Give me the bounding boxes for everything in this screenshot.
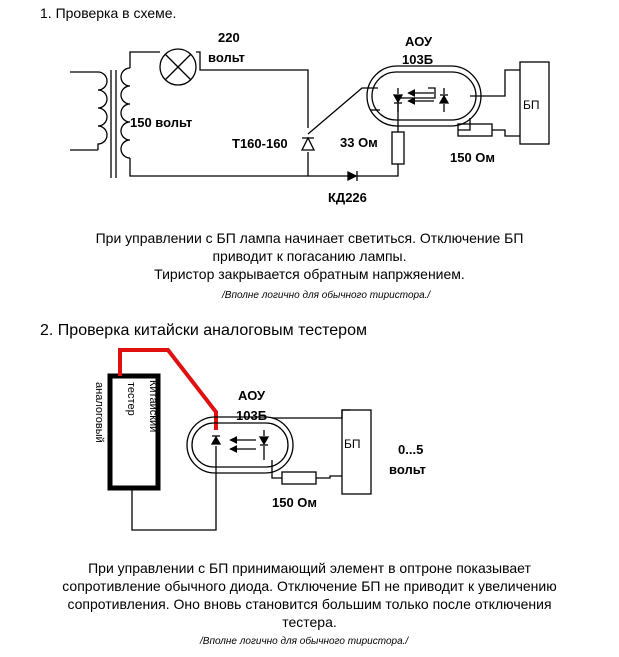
voltage-range-unit-label: вольт — [389, 462, 426, 477]
circuit2-wires — [131, 409, 350, 531]
section1-text-line-2: приводит к погасанию лампы. — [212, 248, 407, 264]
thyristor-label: Т160-160 — [232, 136, 288, 151]
resistor-33-label: 33 Ом — [340, 135, 378, 150]
power-supply2-label: БП — [344, 437, 361, 451]
section2-note: /Вполне логично для обычного тиристора./ — [200, 636, 409, 647]
voltage-unit-label: вольт — [208, 50, 245, 65]
resistor-150-ohm — [457, 123, 493, 137]
transformer — [70, 67, 131, 178]
section2-text-line-4: тестера. — [282, 614, 337, 630]
resistor2-150-ohm — [281, 471, 317, 485]
voltage-220-label: 220 — [218, 30, 240, 45]
diode-kd226-icon — [347, 170, 358, 182]
tester-label-line-3: аналоговый — [93, 382, 105, 443]
section1-text-line-1: При управлении с БП лампа начинает свети… — [95, 230, 524, 246]
section1-text-line-3: Тиристор закрывается обратным напржяение… — [154, 266, 465, 282]
section1-title: 1. Проверка в схеме. — [40, 5, 177, 21]
power-supply2-box — [341, 409, 372, 495]
resistor2-150-label: 150 Ом — [272, 495, 318, 510]
resistor-33-ohm — [391, 131, 405, 165]
optocoupler2-model-label: 103Б — [236, 408, 268, 423]
section1-note: /Вполне логично для обычного тиристора./ — [222, 290, 431, 301]
tester-label-vertical: Китайский тестер аналоговый — [93, 380, 159, 443]
tester-probe-red-wire — [118, 348, 218, 430]
tester-label-line-2: тестер — [125, 382, 137, 416]
optocoupler-label: АОУ — [405, 34, 433, 49]
optocoupler2-icon — [186, 416, 294, 474]
section2-text-line-2: сопротивление обычного диода. Отключение… — [62, 578, 557, 594]
analog-tester-box — [107, 373, 161, 491]
tester-label-line-1: Китайский — [147, 380, 159, 432]
section2-text-line-1: При управлении с БП принимающий элемент … — [88, 560, 531, 576]
transformer-voltage-label: 150 вольт — [130, 115, 193, 130]
resistor-150-label: 150 Ом — [450, 150, 496, 165]
section2-text-line-3: сопротивления. Оно вновь становится боль… — [67, 596, 552, 612]
thyristor-icon — [300, 136, 316, 151]
section2-title: 2. Проверка китайски аналоговым тестером — [40, 322, 367, 339]
circuit1-wires — [129, 51, 520, 177]
optocoupler-icon — [366, 65, 482, 127]
optocoupler2-label: АОУ — [238, 388, 266, 403]
optocoupler-model-label: 103Б — [402, 52, 434, 67]
voltage-range-label: 0...5 — [398, 442, 424, 457]
lamp-icon — [159, 48, 197, 86]
power-supply-box — [519, 61, 550, 145]
diode-label: КД226 — [328, 190, 367, 205]
power-supply-label: БП — [523, 98, 540, 112]
